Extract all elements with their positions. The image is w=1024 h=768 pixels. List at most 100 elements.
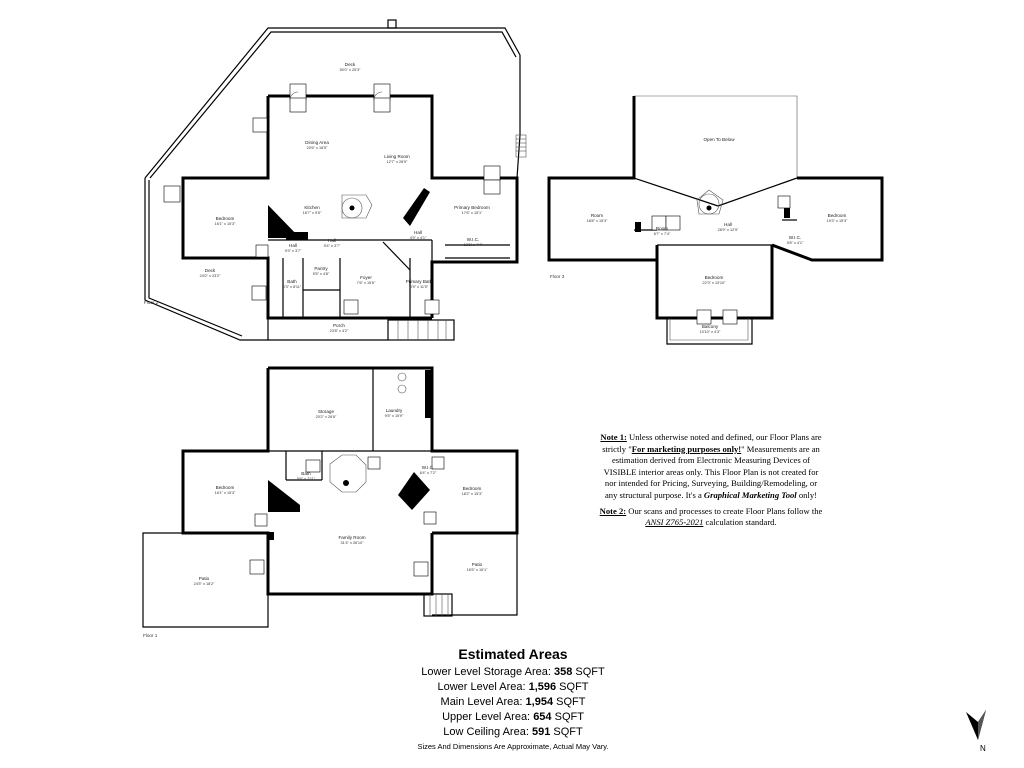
- note-2-text-b: calculation standard.: [703, 517, 777, 528]
- area-row-unit: SQFT: [553, 696, 586, 708]
- note-2: Note 2: Our scans and processes to creat…: [598, 506, 824, 529]
- primary-bedroom-name: Primary Bedroom: [454, 205, 490, 210]
- kitchen-dims: 18'7" x 9'5": [303, 211, 322, 215]
- area-row-label: Lower Level Area:: [437, 681, 529, 693]
- north-arrow: N: [960, 708, 992, 758]
- area-row: Lower Level Storage Area: 358 SQFT: [400, 665, 626, 680]
- floor-3-plan: Open To Below Room 18'8" x 15'3" Room 6'…: [547, 95, 884, 345]
- kitchen-cabinet-block: [268, 205, 300, 238]
- balcony-name: Balcony: [702, 324, 719, 329]
- kitchen-name: Kitchen: [304, 205, 320, 210]
- deck-top-name: Deck: [345, 62, 356, 67]
- note-1-label: Note 1:: [600, 432, 627, 442]
- bath-f1-name: Bath: [301, 471, 311, 476]
- bedroom-f1-right-name: Bedroom: [463, 486, 482, 491]
- area-row-unit: SQFT: [551, 711, 584, 723]
- bedroom-f3-bottom-name: Bedroom: [705, 275, 724, 280]
- note-2-label: Note 2:: [599, 505, 627, 516]
- bedroom-f3-right-name: Bedroom: [828, 213, 847, 218]
- patio-left-name: Patio: [199, 576, 210, 581]
- note-1-text-b: " Measurements are an estimation derived…: [603, 443, 820, 500]
- porch-name: Porch: [333, 323, 345, 328]
- hall-b-name: Hall: [328, 238, 336, 243]
- bedroom-f3-right-dims: 19'3" x 15'3": [827, 219, 848, 223]
- hall-f3-name: Hall: [724, 222, 732, 227]
- note-1: Note 1: Unless otherwise noted and defin…: [598, 432, 824, 502]
- deck-left-name: Deck: [205, 268, 216, 273]
- room-f3-small-dims: 6'7" x 7'4": [654, 232, 671, 236]
- floor-1-plan: Storage 20'2" x 26'6" Laundry 9'5" x 15'…: [142, 366, 519, 638]
- bedroom-f1-left-name: Bedroom: [216, 485, 235, 490]
- note-1-emphasis: For marketing purposes only!: [631, 443, 742, 454]
- note-2-standard: ANSI Z765-2021: [645, 517, 704, 528]
- wic-f3-dims: 5'8" x 4'1": [787, 241, 804, 245]
- bedroom-f1-right-dims: 18'2" x 15'3": [462, 492, 483, 496]
- dining-dims: 20'6" x 18'5": [307, 146, 328, 150]
- deck-left-dims: 24'0" x 23'2": [200, 274, 221, 278]
- bath-f2-dims: 9'3" x 8'11": [283, 285, 302, 289]
- wic-f3-name: W.I.C.: [789, 235, 802, 240]
- floor-2-plan: Deck 50'0" x 25'3" Dining Area 20'6" x 1…: [144, 19, 527, 341]
- area-row: Lower Level Area: 1,596 SQFT: [400, 680, 626, 695]
- wic-f2-dims: 13'1" x 4'4": [464, 243, 483, 247]
- area-row-label: Lower Level Storage Area:: [421, 666, 554, 678]
- note-2-text-a: Our scans and processes to create Floor …: [626, 505, 823, 516]
- disclaimer-notes: Note 1: Unless otherwise noted and defin…: [598, 432, 824, 533]
- pantry-name: Pantry: [314, 266, 328, 271]
- area-row-label: Upper Level Area:: [442, 711, 534, 723]
- hall-a-name: Hall: [289, 243, 297, 248]
- area-row-unit: SQFT: [572, 666, 605, 678]
- area-row-value: 591: [531, 726, 551, 738]
- area-row-value: 1,954: [525, 696, 554, 708]
- wic-f1-name: W.I.C.: [422, 465, 435, 470]
- note-1-tool: Graphical Marketing Tool: [703, 489, 797, 500]
- laundry-name: Laundry: [386, 408, 403, 413]
- deck-top-dims: 50'0" x 25'3": [340, 68, 361, 72]
- living-name: Living Room: [384, 154, 410, 159]
- room-f3-left-dims: 18'8" x 15'3": [587, 219, 608, 223]
- hall-b-dims: 5'4" x 3'7": [324, 244, 341, 248]
- bedroom-f2-dims: 16'1" x 15'3": [215, 222, 236, 226]
- note-1-text-c: only!: [796, 489, 817, 500]
- bedroom-f3-bottom-dims: 22'3" x 13'10": [703, 281, 727, 285]
- room-f3-small-name: Room: [656, 226, 668, 231]
- areas-title: Estimated Areas: [458, 646, 568, 662]
- compass-arrow-icon: [966, 710, 986, 740]
- approximation-footnote: Sizes And Dimensions Are Approximate, Ac…: [417, 742, 609, 751]
- patio-right-dims: 16'5" x 16'1": [467, 568, 488, 572]
- pantry-dims: 5'5" x 4'8": [313, 272, 330, 276]
- hall-c-name: Hall: [414, 230, 422, 235]
- area-row-label: Low Ceiling Area:: [443, 726, 532, 738]
- area-row: Low Ceiling Area: 591 SQFT: [400, 725, 626, 740]
- open-to-below-name: Open To Below: [703, 137, 735, 142]
- area-row-unit: SQFT: [556, 681, 589, 693]
- room-f3-left-name: Room: [591, 213, 603, 218]
- area-row: Upper Level Area: 654 SQFT: [400, 710, 626, 725]
- area-row-unit: SQFT: [550, 726, 583, 738]
- north-label: N: [980, 744, 986, 753]
- primary-bedroom-dims: 17'6" x 15'1": [462, 211, 483, 215]
- area-row-label: Main Level Area:: [440, 696, 526, 708]
- wic-f2-name: W.I.C.: [467, 237, 480, 242]
- bath-f1-dims: 9'6" x 7'11": [297, 477, 316, 481]
- patio-left-dims: 24'5" x 18'2": [194, 582, 215, 586]
- floor-2-label: Floor 2: [144, 300, 159, 305]
- laundry-dims: 9'5" x 15'9": [385, 414, 404, 418]
- bedroom-f1-left-dims: 16'1" x 15'3": [215, 491, 236, 495]
- area-row-value: 358: [553, 666, 573, 678]
- storage-name: Storage: [318, 409, 335, 414]
- bedroom-f2-name: Bedroom: [216, 216, 235, 221]
- area-row-value: 1,596: [528, 681, 557, 693]
- foyer-name: Foyer: [360, 275, 372, 280]
- floor-1-label: Floor 1: [143, 633, 158, 638]
- living-dims: 12'7" x 28'9": [387, 160, 408, 164]
- note-1-text-a: Unless otherwise noted and defined, our …: [602, 432, 822, 454]
- area-row: Main Level Area: 1,954 SQFT: [400, 695, 626, 710]
- estimated-areas: Estimated Areas Lower Level Storage Area…: [400, 646, 626, 740]
- hall-a-dims: 9'3" x 3'7": [285, 249, 302, 253]
- hall-c-dims: 4'9" x 4'1": [410, 236, 427, 240]
- balcony-dims: 10'10" x 4'3": [700, 330, 721, 334]
- hall-f3-dims: 28'9" x 12'5": [718, 228, 739, 232]
- primary-bath-name: Primary Bath: [406, 279, 433, 284]
